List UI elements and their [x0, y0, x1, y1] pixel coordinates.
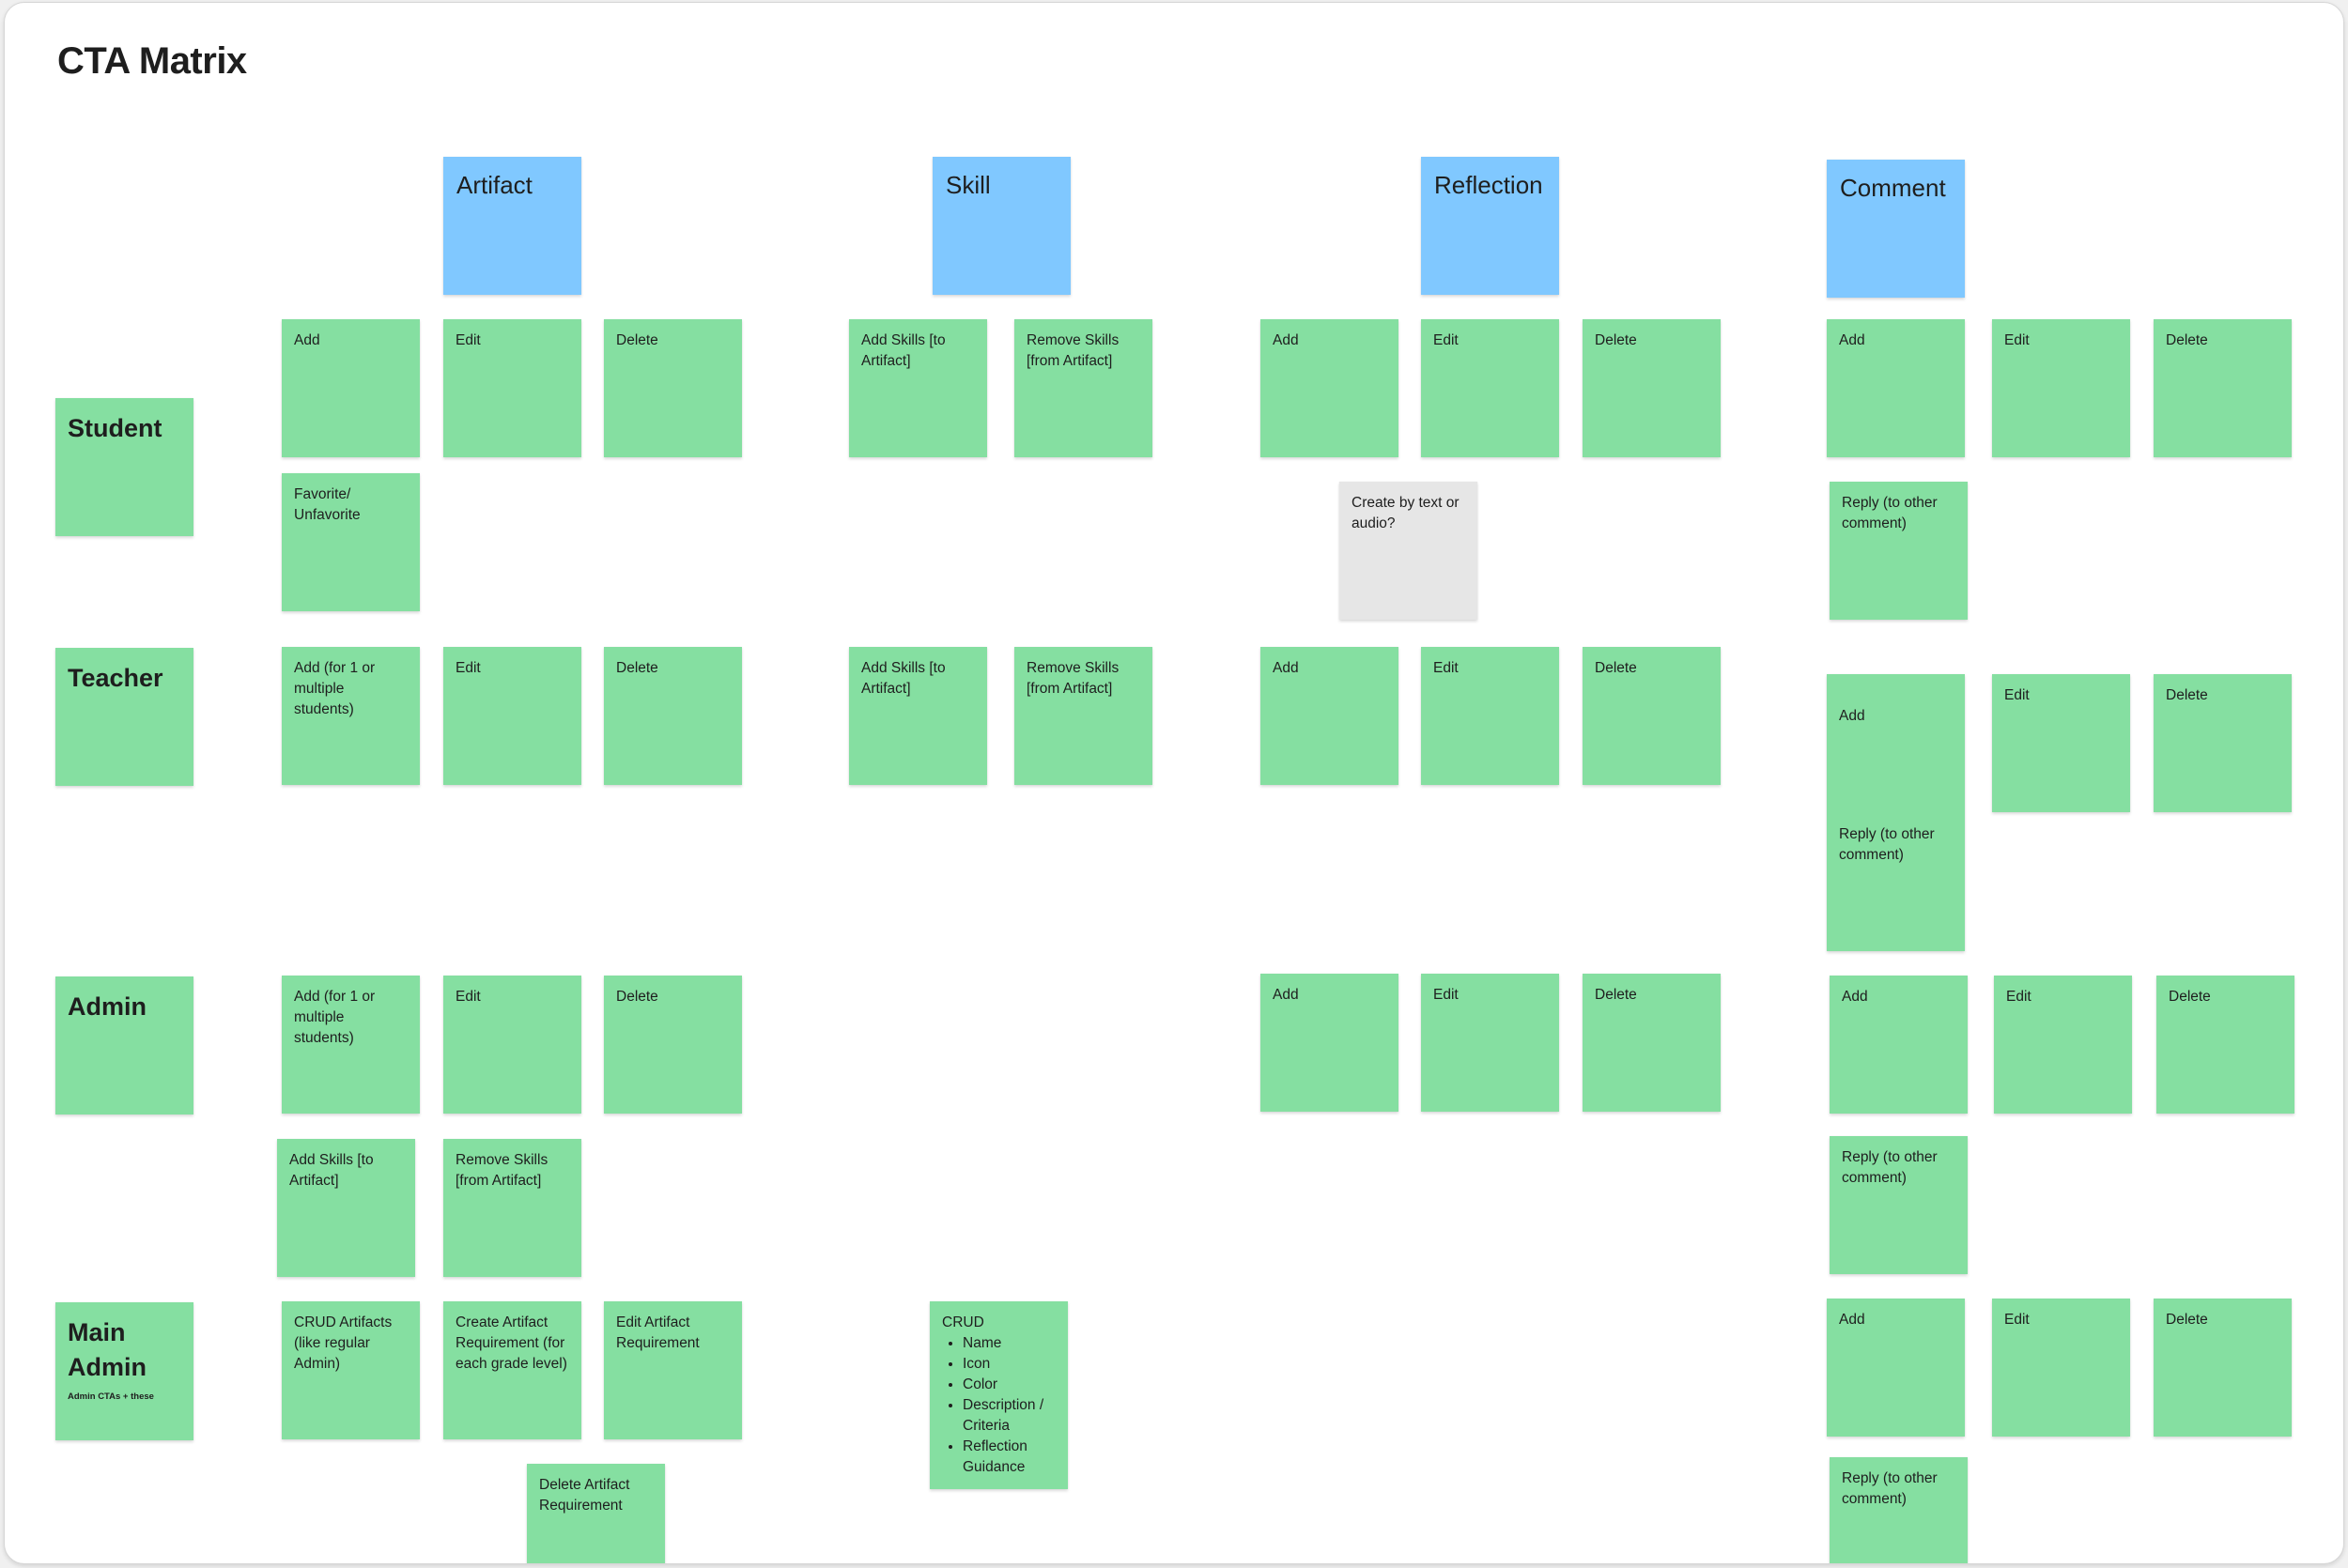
teacher-reflection-add[interactable]: Add [1260, 647, 1398, 785]
teacher-comment-add[interactable]: Add Reply (to other comment) [1827, 674, 1965, 951]
admin-reflection-edit[interactable]: Edit [1421, 974, 1559, 1112]
teacher-comment-edit[interactable]: Edit [1992, 674, 2130, 812]
admin-skill-add[interactable]: Add Skills [to Artifact] [277, 1139, 415, 1277]
teacher-skill-add[interactable]: Add Skills [to Artifact] [849, 647, 987, 785]
main-admin-skill-crud[interactable]: CRUD Name Icon Color Description / Crite… [930, 1301, 1068, 1489]
student-reflection-add[interactable]: Add [1260, 319, 1398, 457]
student-artifact-edit[interactable]: Edit [443, 319, 581, 457]
admin-comment-add[interactable]: Add [1830, 976, 1968, 1114]
role-main-admin-subtext: Admin CTAs + these [68, 1391, 154, 1402]
admin-artifact-delete[interactable]: Delete [604, 976, 742, 1114]
student-comment-reply[interactable]: Reply (to other comment) [1830, 482, 1968, 620]
teacher-comment-delete[interactable]: Delete [2154, 674, 2292, 812]
role-main-admin[interactable]: Main Admin Admin CTAs + these [55, 1302, 193, 1440]
role-student[interactable]: Student [55, 398, 193, 536]
student-skill-add[interactable]: Add Skills [to Artifact] [849, 319, 987, 457]
list-item: Name [963, 1333, 1056, 1354]
role-admin[interactable]: Admin [55, 976, 193, 1115]
admin-comment-reply[interactable]: Reply (to other comment) [1830, 1136, 1968, 1274]
student-reflection-edit[interactable]: Edit [1421, 319, 1559, 457]
list-item: Reflection Guidance [963, 1437, 1056, 1478]
main-admin-comment-delete[interactable]: Delete [2154, 1299, 2292, 1437]
main-admin-create-requirement[interactable]: Create Artifact Requirement (for each gr… [443, 1301, 581, 1439]
skill-crud-title: CRUD [942, 1314, 984, 1330]
student-skill-remove[interactable]: Remove Skills [from Artifact] [1014, 319, 1152, 457]
student-reflection-question[interactable]: Create by text or audio? [1339, 482, 1477, 620]
teacher-reflection-delete[interactable]: Delete [1583, 647, 1721, 785]
admin-comment-edit[interactable]: Edit [1994, 976, 2132, 1114]
whiteboard-canvas: CTA Matrix Artifact Skill Reflection Com… [4, 2, 2344, 1564]
main-admin-comment-add[interactable]: Add [1827, 1299, 1965, 1437]
admin-artifact-add[interactable]: Add (for 1 or multiple students) [282, 976, 420, 1114]
role-teacher[interactable]: Teacher [55, 648, 193, 786]
admin-skill-remove[interactable]: Remove Skills [from Artifact] [443, 1139, 581, 1277]
teacher-skill-remove[interactable]: Remove Skills [from Artifact] [1014, 647, 1152, 785]
main-admin-comment-edit[interactable]: Edit [1992, 1299, 2130, 1437]
main-admin-artifact-crud[interactable]: CRUD Artifacts (like regular Admin) [282, 1301, 420, 1439]
teacher-artifact-edit[interactable]: Edit [443, 647, 581, 785]
list-item: Icon [963, 1354, 1056, 1375]
skill-crud-list: Name Icon Color Description / Criteria R… [942, 1333, 1056, 1478]
teacher-artifact-add[interactable]: Add (for 1 or multiple students) [282, 647, 420, 785]
list-item: Color [963, 1375, 1056, 1395]
admin-artifact-edit[interactable]: Edit [443, 976, 581, 1114]
board-title: CTA Matrix [57, 40, 247, 82]
main-admin-comment-reply[interactable]: Reply (to other comment) [1830, 1457, 1968, 1563]
teacher-comment-reply-label: Reply (to other comment) [1839, 826, 1935, 863]
teacher-comment-add-label: Add [1839, 708, 1865, 724]
admin-reflection-add[interactable]: Add [1260, 974, 1398, 1112]
header-skill[interactable]: Skill [933, 157, 1071, 295]
teacher-artifact-delete[interactable]: Delete [604, 647, 742, 785]
header-reflection[interactable]: Reflection [1421, 157, 1559, 295]
student-artifact-add[interactable]: Add [282, 319, 420, 457]
student-artifact-delete[interactable]: Delete [604, 319, 742, 457]
student-artifact-favorite[interactable]: Favorite/ Unfavorite [282, 473, 420, 611]
admin-comment-delete[interactable]: Delete [2156, 976, 2294, 1114]
main-admin-edit-requirement[interactable]: Edit Artifact Requirement [604, 1301, 742, 1439]
main-admin-delete-requirement[interactable]: Delete Artifact Requirement [527, 1464, 665, 1563]
list-item: Description / Criteria [963, 1395, 1056, 1437]
header-artifact[interactable]: Artifact [443, 157, 581, 295]
header-comment[interactable]: Comment [1827, 160, 1965, 298]
admin-reflection-delete[interactable]: Delete [1583, 974, 1721, 1112]
student-comment-edit[interactable]: Edit [1992, 319, 2130, 457]
student-comment-delete[interactable]: Delete [2154, 319, 2292, 457]
student-comment-add[interactable]: Add [1827, 319, 1965, 457]
student-reflection-delete[interactable]: Delete [1583, 319, 1721, 457]
role-main-admin-label: Main Admin [68, 1318, 147, 1381]
teacher-reflection-edit[interactable]: Edit [1421, 647, 1559, 785]
